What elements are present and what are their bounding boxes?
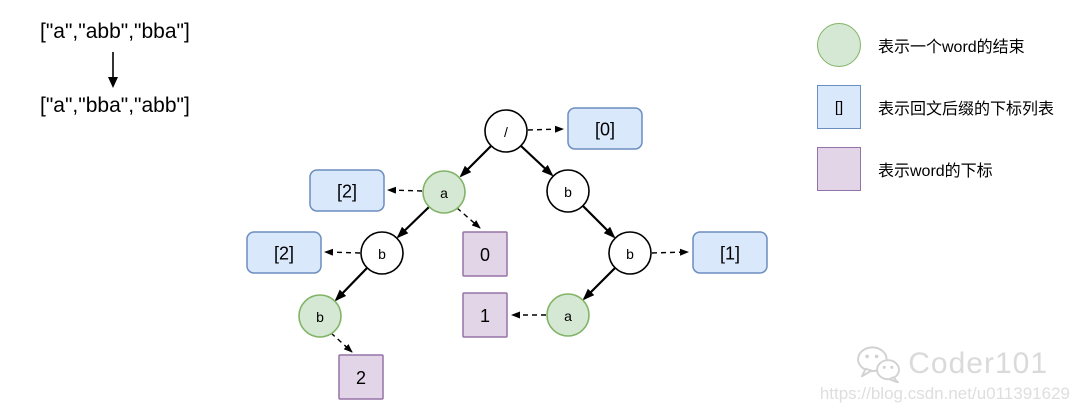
index-box-label-b: [2] xyxy=(274,244,294,264)
legend-index-list-text: 表示回文后缀的下标列表 xyxy=(878,101,1055,118)
edge-a-to-word0 xyxy=(456,207,481,229)
watermark-url: https://blog.csdn.net/u011391629 xyxy=(819,384,1070,403)
index-box-label-root: [0] xyxy=(595,120,615,140)
down-arrow-icon xyxy=(108,52,118,88)
index-box-root xyxy=(567,107,643,150)
node-b-right2 xyxy=(608,231,652,275)
edge-a-to-b xyxy=(396,206,430,239)
watermark-brand-text: Coder101 xyxy=(908,347,1048,380)
legend-row-index-list: [] 表示回文后缀的下标列表 xyxy=(817,85,1054,129)
node-root xyxy=(484,109,528,153)
edge-root-to-a xyxy=(459,145,492,178)
index-list-box-icon: [] xyxy=(817,85,861,129)
node-b-left xyxy=(360,231,404,275)
edge-root-to-b xyxy=(520,145,554,177)
input-array-text: ["a","abb","bba"] xyxy=(40,20,190,43)
word-index-box-icon xyxy=(817,147,861,191)
word-box-label-0: 0 xyxy=(480,245,490,265)
legend-row-word-index: 表示word的下标 xyxy=(817,147,1054,191)
index-box-b2 xyxy=(692,231,768,274)
legend-row-word-end: 表示一个word的结束 xyxy=(817,23,1054,67)
word-box-label-1: 1 xyxy=(480,306,490,326)
edge-bleft-to-index2 xyxy=(324,248,361,256)
node-label-b-right: b xyxy=(564,184,572,200)
node-label-a-left: a xyxy=(440,185,448,201)
node-b-left-end xyxy=(298,294,342,338)
transformed-array-text: ["a","bba","abb"] xyxy=(40,94,190,117)
edge-b2-to-aend xyxy=(582,267,616,301)
legend: 表示一个word的结束 [] 表示回文后缀的下标列表 表示word的下标 xyxy=(817,23,1054,191)
edge-bright-to-b2 xyxy=(582,205,616,239)
word-end-circle-icon xyxy=(817,23,861,67)
edge-b-to-bend xyxy=(334,267,368,302)
input-arrays-block: ["a","abb","bba"] ["a","bba","abb"] xyxy=(40,20,210,118)
node-label-b-right2: b xyxy=(626,246,634,262)
wechat-icon xyxy=(857,346,901,383)
word-box-label-2: 2 xyxy=(356,368,366,388)
node-label-root: / xyxy=(504,124,508,140)
word-box-0 xyxy=(462,231,508,277)
node-b-right xyxy=(546,169,590,213)
node-a-left xyxy=(422,170,466,214)
node-label-b-left: b xyxy=(378,246,386,262)
word-box-1 xyxy=(462,292,508,338)
node-label-b-left-end: b xyxy=(316,309,324,325)
index-box-a xyxy=(309,169,385,212)
node-a-right-end xyxy=(546,293,590,337)
legend-word-end-text: 表示一个word的结束 xyxy=(878,39,1025,56)
legend-word-index-text: 表示word的下标 xyxy=(878,163,993,180)
edge-b2-to-index1 xyxy=(651,248,689,256)
edge-a-to-index2 xyxy=(387,186,423,194)
watermark-brand-row: Coder101 xyxy=(856,345,1048,383)
watermark: Coder101 https://blog.csdn.net/u01139162… xyxy=(820,345,1070,404)
edge-root-to-index0 xyxy=(527,125,564,133)
index-box-b xyxy=(246,231,322,274)
index-box-label-a: [2] xyxy=(337,182,357,202)
word-box-2 xyxy=(338,354,384,400)
node-label-a-right-end: a xyxy=(564,308,572,324)
edge-bend-to-word2 xyxy=(330,332,353,353)
index-box-label-b2: [1] xyxy=(720,244,740,264)
